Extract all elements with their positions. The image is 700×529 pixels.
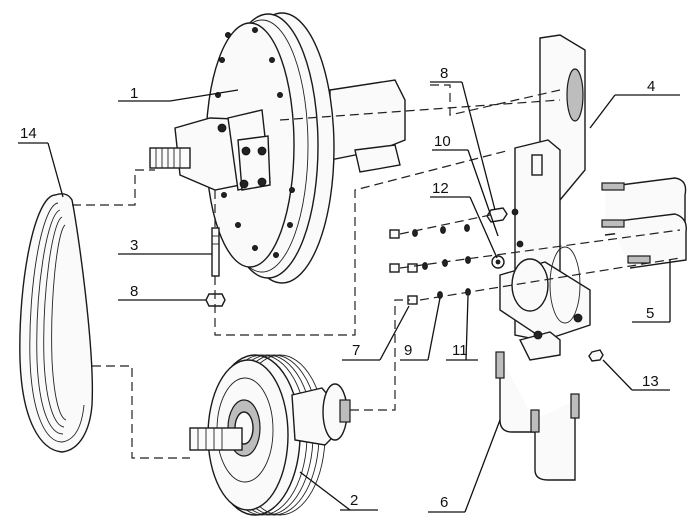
callout-label-8b: 8 <box>440 65 448 82</box>
mounting-bracket <box>499 34 591 361</box>
callout-label-7: 7 <box>352 342 360 359</box>
callout-7: 7 <box>342 305 410 361</box>
hardware-row-upper <box>389 224 470 239</box>
callout-8-left: 8 <box>118 283 206 301</box>
callout-12: 12 <box>430 180 498 259</box>
callout-label-12: 12 <box>432 180 449 197</box>
callout-label-9: 9 <box>404 342 412 359</box>
callout-13: 13 <box>602 359 670 391</box>
callout-8-right: 8 <box>430 65 496 211</box>
callout-label-2: 2 <box>350 492 358 509</box>
lower-pulley <box>189 354 351 516</box>
callout-2: 2 <box>299 471 378 511</box>
callout-label-1: 1 <box>130 85 138 102</box>
callout-label-11: 11 <box>452 342 468 359</box>
callout-label-10: 10 <box>434 133 451 150</box>
callout-3: 3 <box>118 237 212 255</box>
callout-9: 9 <box>400 297 441 361</box>
callout-label-13: 13 <box>642 373 659 390</box>
callout-label-4: 4 <box>647 78 655 95</box>
callout-14: 14 <box>18 125 64 198</box>
callout-1: 1 <box>118 85 239 102</box>
callout-6: 6 <box>428 419 501 513</box>
callout-label-6: 6 <box>440 494 448 511</box>
hardware-row-middle <box>389 255 505 273</box>
callout-5: 5 <box>632 260 671 323</box>
callout-label-3: 3 <box>130 237 138 254</box>
callout-label-14: 14 <box>20 125 37 142</box>
u-bolt-upper <box>601 177 687 269</box>
callout-10: 10 <box>432 133 499 237</box>
wheel-assembly <box>149 12 406 284</box>
callout-label-8a: 8 <box>130 283 138 300</box>
v-belt <box>19 193 94 453</box>
callout-11: 11 <box>446 295 478 361</box>
assembly-lines <box>72 84 681 459</box>
nut-13 <box>588 349 604 362</box>
callout-label-5: 5 <box>646 305 654 322</box>
u-bolt-lower <box>495 351 580 481</box>
threaded-stud <box>211 227 220 277</box>
callout-4: 4 <box>589 78 680 129</box>
